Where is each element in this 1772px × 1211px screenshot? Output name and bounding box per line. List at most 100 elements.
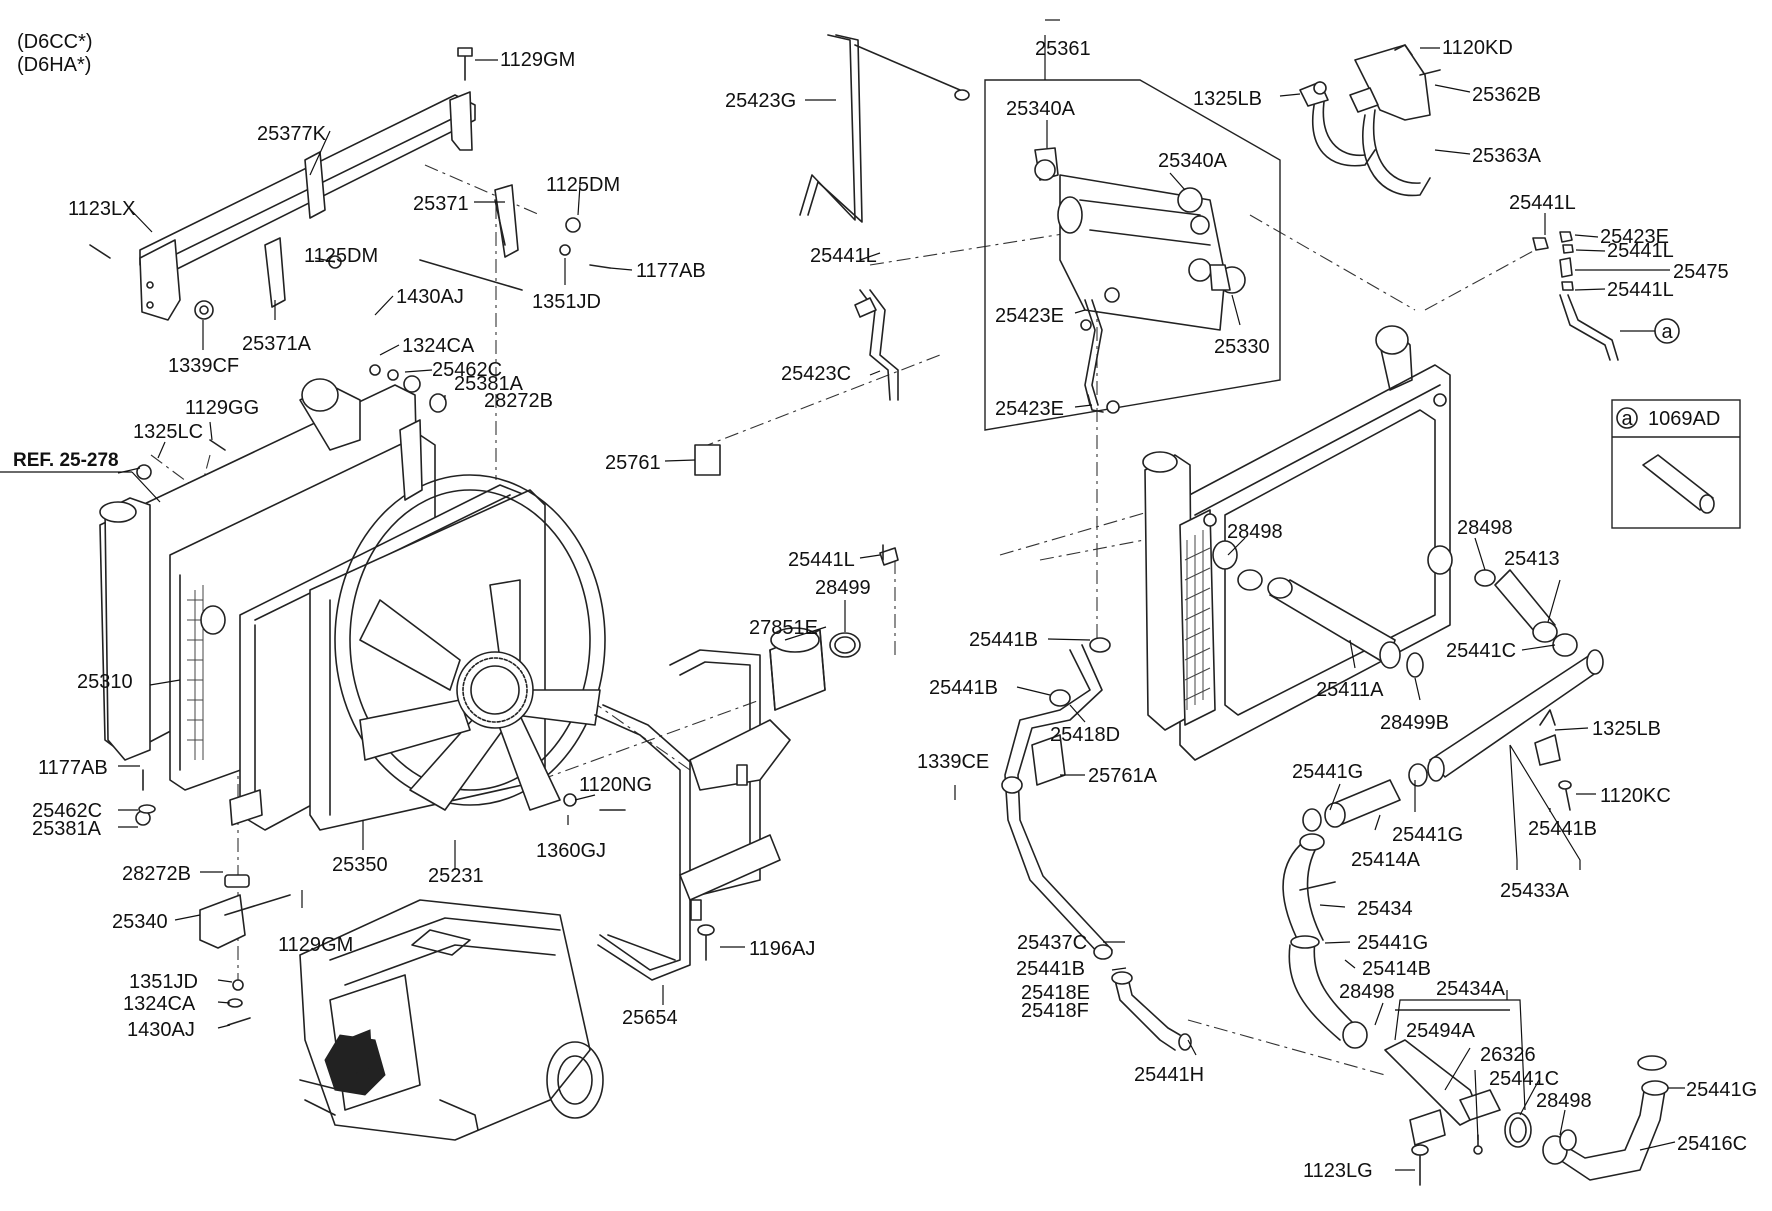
callout-25441L-b[interactable]: 25441L: [788, 549, 855, 571]
callout-25441G-b[interactable]: 25441G: [1392, 824, 1463, 846]
callout-25441B-b[interactable]: 25441B: [929, 677, 998, 699]
callout-25441L-d[interactable]: 25441L: [1607, 240, 1674, 262]
callout-25363A[interactable]: 25363A: [1472, 145, 1542, 167]
callout-1351JD-low[interactable]: 1351JD: [129, 971, 198, 993]
callout-1196AJ[interactable]: 1196AJ: [749, 938, 815, 960]
callout-1351JD-top[interactable]: 1351JD: [532, 291, 601, 313]
legend-marker: a: [1621, 408, 1633, 430]
callout-1325LC[interactable]: 1325LC: [133, 421, 203, 443]
callout-1129GG[interactable]: 1129GG: [185, 397, 259, 419]
callout-1123LX[interactable]: 1123LX: [68, 198, 135, 220]
callout-28498-d[interactable]: 28498: [1536, 1090, 1592, 1112]
callout-28498-a[interactable]: 28498: [1227, 521, 1283, 543]
callout-25441B-d[interactable]: 25441B: [1016, 958, 1085, 980]
callout-25441L-c[interactable]: 25441L: [1509, 192, 1576, 214]
callout-25362B[interactable]: 25362B: [1472, 84, 1541, 106]
callout-1430AJ-low[interactable]: 1430AJ: [127, 1019, 195, 1041]
callout-25381A-low[interactable]: 25381A: [32, 818, 102, 840]
callout-25414A[interactable]: 25414A: [1351, 849, 1421, 871]
callout-25414B[interactable]: 25414B: [1362, 958, 1431, 980]
small-fittings: [1532, 231, 1619, 361]
callout-1324CA-top[interactable]: 1324CA: [402, 335, 475, 357]
callout-25416C[interactable]: 25416C: [1677, 1133, 1747, 1155]
callout-1177AB-top[interactable]: 1177AB: [636, 260, 706, 282]
callout-25433A[interactable]: 25433A: [1500, 880, 1570, 902]
callout-25418D[interactable]: 25418D: [1050, 724, 1120, 746]
callout-25441B-c[interactable]: 25441B: [1528, 818, 1597, 840]
callout-25377K[interactable]: 25377K: [257, 123, 327, 145]
callout-28272B-top[interactable]: 28272B: [484, 390, 553, 412]
callout-1324CA-low[interactable]: 1324CA: [123, 993, 196, 1015]
callout-25434A[interactable]: 25434A: [1436, 978, 1506, 1000]
callout-25381A-top[interactable]: 25381A: [454, 373, 524, 395]
callout-25441C-b[interactable]: 25441C: [1489, 1068, 1559, 1090]
callout-25340A-a[interactable]: 25340A: [1006, 98, 1076, 120]
labels: (D6CC*) (D6HA*) REF. 25-278 1129GM 25377…: [13, 31, 1757, 1182]
callout-28499B[interactable]: 28499B: [1380, 712, 1449, 734]
callout-25441H[interactable]: 25441H: [1134, 1064, 1204, 1086]
callout-25231[interactable]: 25231: [428, 865, 484, 887]
callout-25441G-d[interactable]: 25441G: [1686, 1079, 1757, 1101]
callout-25441G-c[interactable]: 25441G: [1357, 932, 1428, 954]
callout-25418E[interactable]: 25418E: [1021, 982, 1090, 1004]
callout-27851E[interactable]: 27851E: [749, 617, 818, 639]
callout-28499[interactable]: 28499: [815, 577, 871, 599]
overflow-lines: [694, 34, 970, 711]
callout-25330[interactable]: 25330: [1214, 336, 1270, 358]
callout-25462C-top[interactable]: 25462C: [432, 359, 502, 381]
callout-25423G[interactable]: 25423G: [725, 90, 796, 112]
callout-1120KC[interactable]: 1120KC: [1600, 785, 1671, 807]
callout-25371[interactable]: 25371: [413, 193, 469, 215]
callout-25475[interactable]: 25475: [1673, 261, 1729, 283]
callout-25340[interactable]: 25340: [112, 911, 168, 933]
callout-25423E-b[interactable]: 25423E: [995, 398, 1064, 420]
callout-25654[interactable]: 25654: [622, 1007, 678, 1029]
callout-1325LB-top[interactable]: 1325LB: [1193, 88, 1262, 110]
right-radiator-assembly: [1142, 325, 1453, 761]
callout-1129GM-top[interactable]: 1129GM: [500, 49, 575, 71]
callout-25441L-a[interactable]: 25441L: [810, 245, 877, 267]
callout-1123LG[interactable]: 1123LG: [1303, 1160, 1373, 1182]
callout-25462C-low[interactable]: 25462C: [32, 800, 102, 822]
truck-location-illustration: [299, 899, 604, 1141]
callout-28498-c[interactable]: 28498: [1339, 981, 1395, 1003]
callout-1430AJ-top[interactable]: 1430AJ: [396, 286, 464, 308]
callout-25434[interactable]: 25434: [1357, 898, 1413, 920]
callout-25423E-c[interactable]: 25423E: [1600, 226, 1669, 248]
callout-25423E-a[interactable]: 25423E: [995, 305, 1064, 327]
callout-1120KD[interactable]: 1120KD: [1442, 37, 1513, 59]
callout-1125DM-left[interactable]: 1125DM: [304, 245, 378, 267]
callout-1120NG[interactable]: 1120NG: [579, 774, 652, 796]
callout-25494A[interactable]: 25494A: [1406, 1020, 1476, 1042]
callout-28272B-low[interactable]: 28272B: [122, 863, 191, 885]
callout-25761A[interactable]: 25761A: [1088, 765, 1158, 787]
callout-1177AB-low[interactable]: 1177AB: [38, 757, 108, 779]
callout-1129GM-low[interactable]: 1129GM: [278, 934, 353, 956]
legend-box: a 1069AD: [1611, 399, 1741, 529]
callout-25441L-e[interactable]: 25441L: [1607, 279, 1674, 301]
callout-25310[interactable]: 25310: [77, 671, 133, 693]
callout-1339CE[interactable]: 1339CE: [917, 751, 989, 773]
callout-1325LB-low[interactable]: 1325LB: [1592, 718, 1661, 740]
callout-25441G-a[interactable]: 25441G: [1292, 761, 1363, 783]
callout-1125DM-right[interactable]: 1125DM: [546, 174, 620, 196]
callout-25441C-a[interactable]: 25441C: [1446, 640, 1516, 662]
callout-26326[interactable]: 26326: [1480, 1044, 1536, 1066]
callout-25371A[interactable]: 25371A: [242, 333, 312, 355]
callout-25437C[interactable]: 25437C: [1017, 932, 1087, 954]
callout-25441B-a[interactable]: 25441B: [969, 629, 1038, 651]
legend-part-number: 1069AD: [1648, 408, 1720, 430]
callout-1360GJ[interactable]: 1360GJ: [536, 840, 606, 862]
callout-25350[interactable]: 25350: [332, 854, 388, 876]
callout-25413[interactable]: 25413: [1504, 548, 1560, 570]
callout-25423C[interactable]: 25423C: [781, 363, 851, 385]
callout-25761[interactable]: 25761: [605, 452, 661, 474]
callout-25411A[interactable]: 25411A: [1316, 679, 1384, 701]
callout-25418F[interactable]: 25418F: [1021, 1000, 1089, 1022]
callout-25361[interactable]: 25361: [1035, 38, 1091, 60]
callout-28498-b[interactable]: 28498: [1457, 517, 1513, 539]
callout-1339CF[interactable]: 1339CF: [168, 355, 239, 377]
fan: [359, 579, 601, 811]
callout-25340A-b[interactable]: 25340A: [1158, 150, 1228, 172]
